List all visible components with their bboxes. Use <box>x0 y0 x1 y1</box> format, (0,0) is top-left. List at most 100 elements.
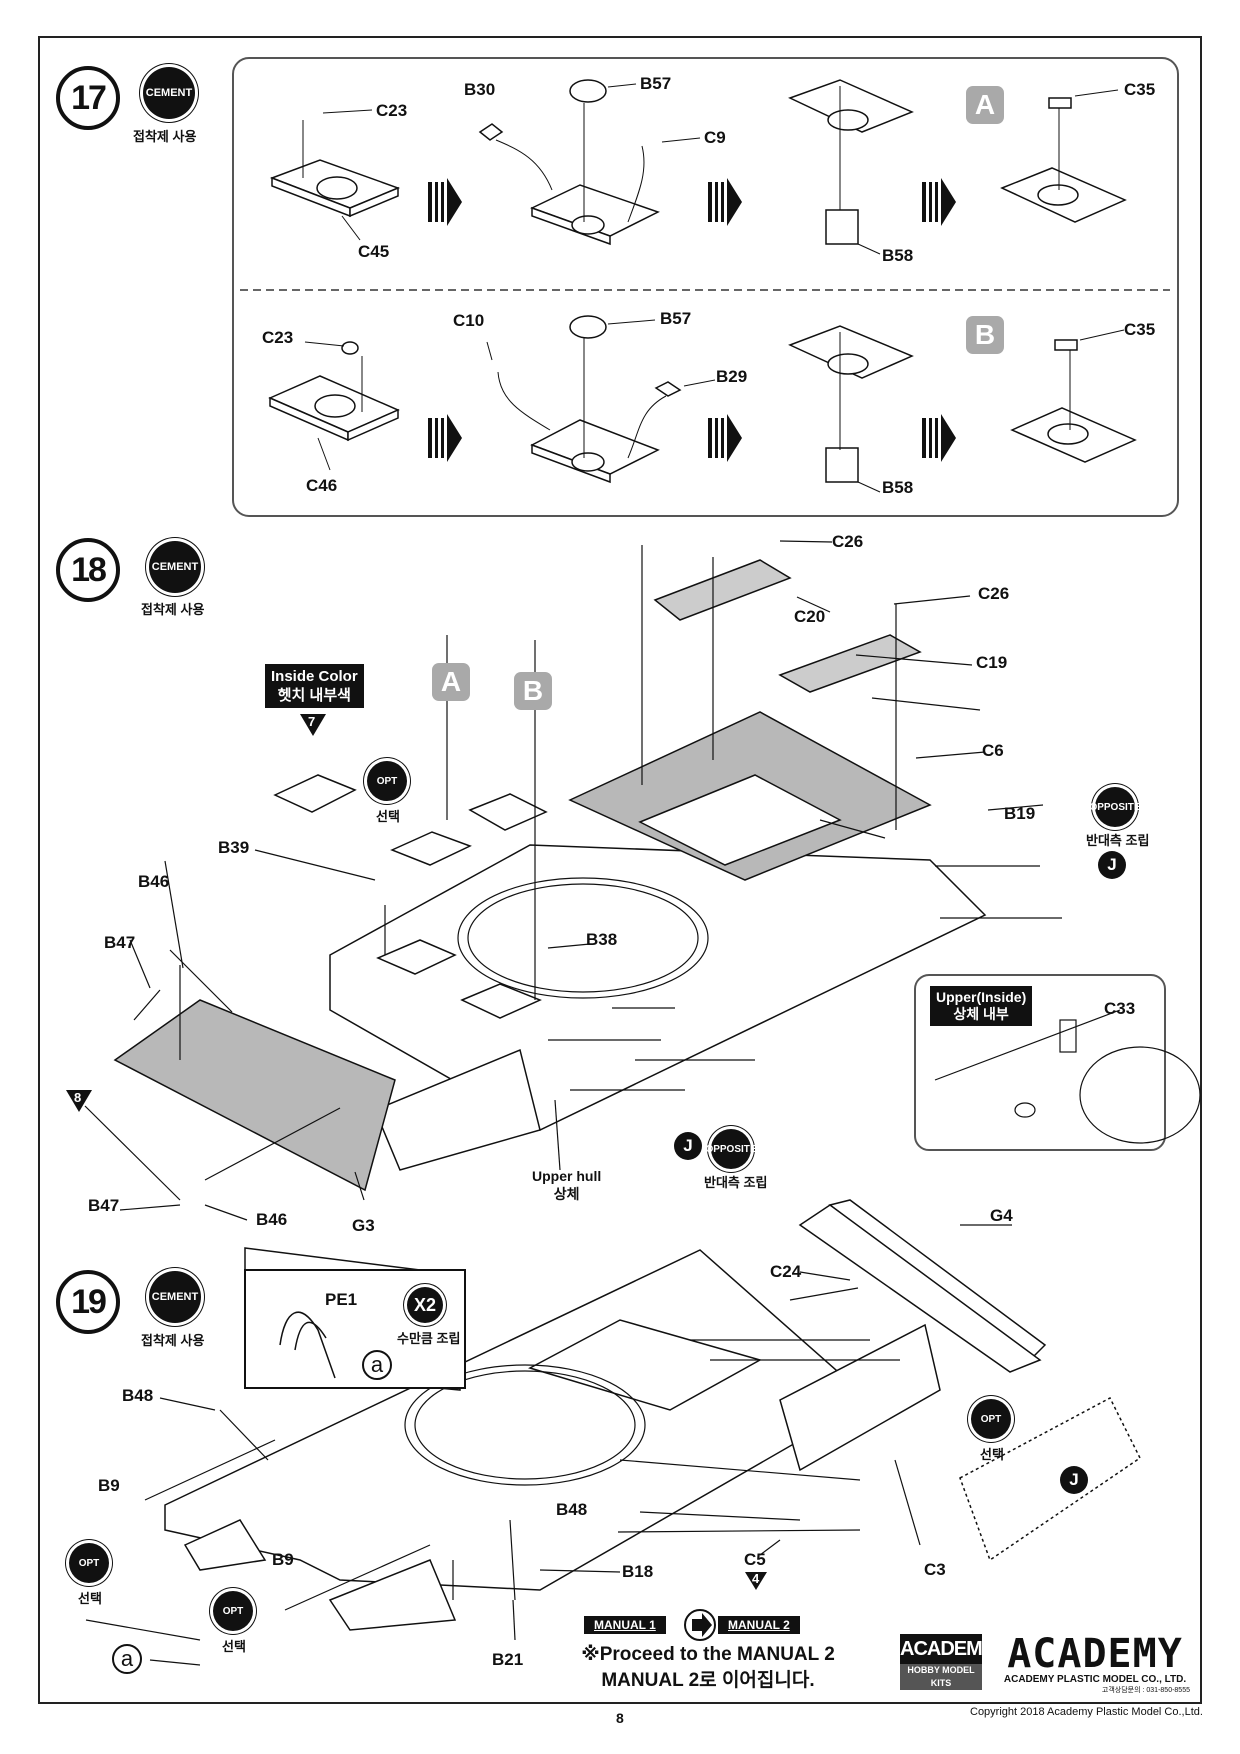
proceed-note-kr: MANUAL 2로 이어집니다. <box>601 1670 815 1691</box>
inset-title-kr: 상체 내부 <box>953 1006 1009 1022</box>
part-c45: C45 <box>358 242 390 261</box>
part-b48-b: B48 <box>556 1500 588 1519</box>
part-b18: B18 <box>622 1562 654 1581</box>
part-c24: C24 <box>770 1262 802 1281</box>
part-b47-b: B47 <box>88 1196 120 1215</box>
academy-logo-word: ACADEMY <box>900 1638 995 1660</box>
hobby-model-kits: HOBBY MODEL KITS <box>900 1664 982 1690</box>
part-c23: C23 <box>376 101 408 120</box>
upper-hull-label: Upper hull 상체 <box>532 1168 601 1204</box>
opt-badge-19-a: OPT <box>968 1396 1014 1442</box>
opt-caption-19-a: 선택 <box>980 1447 1004 1462</box>
part-c46: C46 <box>306 476 338 495</box>
ref-a-bottom: a <box>112 1644 142 1674</box>
color-callout-4: 4 <box>745 1571 767 1590</box>
inside-color-note: Inside Color 헷치 내부색 <box>265 664 364 708</box>
part-c26-a: C26 <box>832 532 864 551</box>
part-c6: C6 <box>982 741 1004 760</box>
part-b57: B57 <box>640 74 672 93</box>
company-name: ACADEMY PLASTIC MODEL CO., LTD. <box>1003 1674 1187 1685</box>
part-c33: C33 <box>1104 999 1136 1018</box>
step-17-number: 17 <box>56 62 120 138</box>
cement-badge: CEMENT <box>140 64 198 122</box>
ref-a-inset: a <box>362 1350 392 1380</box>
cement-caption-18: 접착제 사용 <box>141 602 205 617</box>
opposite-caption-a: 반대측 조립 <box>1086 833 1150 848</box>
inset-title: Upper(Inside) 상체 내부 <box>930 986 1033 1026</box>
manual-1-bar: MANUAL 1 <box>584 1616 666 1634</box>
part-b47-a: B47 <box>104 933 136 952</box>
opt-caption-19-c: 선택 <box>222 1639 246 1654</box>
opt-badge-18: OPT <box>364 758 410 804</box>
page-number: 8 <box>616 1710 624 1726</box>
opposite-badge-b: OPPOSITE <box>705 1126 757 1172</box>
opt-badge-19-b: OPT <box>66 1540 112 1586</box>
part-b46-b: B46 <box>256 1210 288 1229</box>
inset-title-en: Upper(Inside) <box>936 989 1027 1005</box>
manual-2-bar: MANUAL 2 <box>718 1616 800 1634</box>
ref-j-a: J <box>1098 851 1126 879</box>
part-b30: B30 <box>464 80 496 99</box>
color-callout-7-label: 7 <box>308 714 316 729</box>
part-b58: B58 <box>882 246 914 265</box>
academy-hobby-logo: ACADEMY HOBBY MODEL KITS <box>900 1634 995 1690</box>
copyright: Copyright 2018 Academy Plastic Model Co.… <box>970 1706 1203 1718</box>
part-c23-b: C23 <box>262 328 294 347</box>
ref-j-b: J <box>674 1132 702 1160</box>
part-c9: C9 <box>704 128 726 147</box>
color-callout-8-label: 8 <box>74 1090 82 1105</box>
color-callout-4-label: 4 <box>752 1571 760 1586</box>
cement-badge-18: CEMENT <box>146 538 204 596</box>
part-b9-b: B9 <box>272 1550 294 1569</box>
proceed-note: ※Proceed to the MANUAL 2 MANUAL 2로 이어집니다… <box>580 1642 836 1694</box>
part-c3: C3 <box>924 1560 946 1579</box>
variant-b-tag: B <box>966 316 1004 354</box>
part-g3: G3 <box>352 1216 375 1235</box>
opposite-caption-b: 반대측 조립 <box>704 1175 768 1190</box>
academy-big-logo: ACADEMY <box>1007 1631 1183 1677</box>
ref-j-c: J <box>1060 1466 1088 1494</box>
color-callout-7: 7 <box>300 714 326 736</box>
variant-a-tag: A <box>966 86 1004 124</box>
upper-hull-en: Upper hull <box>532 1168 602 1184</box>
inside-color-en: Inside Color <box>271 668 358 685</box>
part-pe1: PE1 <box>325 1290 358 1309</box>
part-b38: B38 <box>586 930 618 949</box>
upper-hull-kr: 상체 <box>553 1186 580 1202</box>
opt-badge-19-c: OPT <box>210 1588 256 1634</box>
part-c5: C5 <box>744 1550 766 1569</box>
part-b39: B39 <box>218 838 250 857</box>
part-b57-b: B57 <box>660 309 692 328</box>
page-frame <box>38 36 1202 1704</box>
color-callout-8: 8 <box>66 1090 92 1112</box>
part-b21: B21 <box>492 1650 524 1669</box>
cement-caption: 접착제 사용 <box>133 129 197 144</box>
part-c19: C19 <box>976 653 1008 672</box>
academy-company-logo: ACADEMY ACADEMY PLASTIC MODEL CO., LTD. … <box>1000 1634 1190 1695</box>
part-c35: C35 <box>1124 80 1156 99</box>
part-c20: C20 <box>794 607 826 626</box>
x2-caption: 수만큼 조립 <box>397 1331 461 1346</box>
part-c35-b: C35 <box>1124 320 1156 339</box>
cement-badge-19: CEMENT <box>146 1268 204 1326</box>
part-b58-b: B58 <box>882 478 914 497</box>
x2-badge: X2 <box>404 1284 446 1326</box>
part-b29: B29 <box>716 367 748 386</box>
part-b19: B19 <box>1004 804 1036 823</box>
step-19-number: 19 <box>56 1266 120 1342</box>
inside-color-kr: 헷치 내부색 <box>277 687 351 704</box>
part-c10: C10 <box>453 311 485 330</box>
opt-caption-19-b: 선택 <box>78 1591 102 1606</box>
part-b48-a: B48 <box>122 1386 154 1405</box>
part-c26-b: C26 <box>978 584 1010 603</box>
opt-caption-18: 선택 <box>376 809 400 824</box>
step-18-number: 18 <box>56 534 120 610</box>
opposite-badge-a: OPPOSITE <box>1089 784 1141 830</box>
variant-a-tag-18: A <box>432 663 470 701</box>
proceed-note-en: ※Proceed to the MANUAL 2 <box>581 1644 835 1665</box>
part-g4: G4 <box>990 1206 1013 1225</box>
part-b9-a: B9 <box>98 1476 120 1495</box>
service-number: 고객상담문의 : 031-850-8555 <box>1101 1687 1190 1694</box>
variant-b-tag-18: B <box>514 672 552 710</box>
